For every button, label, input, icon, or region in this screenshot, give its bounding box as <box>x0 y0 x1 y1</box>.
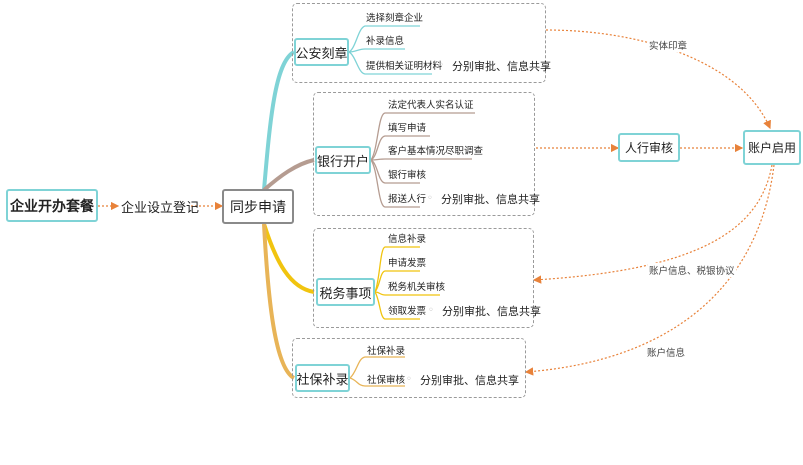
edge-label-seal: 实体印章 <box>648 38 689 52</box>
bank-node[interactable]: 银行开户 <box>315 146 371 174</box>
sync-node[interactable]: 同步申请 <box>222 189 294 224</box>
branch-tax <box>262 223 315 294</box>
edge-label-social-info: 账户信息 <box>646 345 687 359</box>
tax-dot-icon: ◦ <box>428 305 434 316</box>
branch-social <box>262 223 296 380</box>
gongan-item-1: 选择刻章企业 <box>366 13 424 24</box>
tax-item-1: 信息补录 <box>388 234 427 245</box>
register-node[interactable]: 企业设立登记 <box>121 201 200 216</box>
bank-item-3: 客户基本情况尽职调查 <box>388 146 484 157</box>
frame-social <box>292 338 526 398</box>
social-dot-icon: ◦ <box>406 374 412 385</box>
branch-gongan <box>262 50 296 191</box>
link-account-social <box>524 164 775 376</box>
social-summary: 分别审批、信息共享 <box>420 374 519 387</box>
root-node[interactable]: 企业开办套餐 <box>6 189 98 222</box>
edge-label-tax-info: 账户信息、税银协议 <box>648 263 736 277</box>
frame-bank <box>313 92 535 216</box>
bank-item-4: 银行审核 <box>388 170 427 181</box>
tax-item-4: 领取发票 <box>388 306 427 317</box>
bank-summary: 分别审批、信息共享 <box>441 193 540 206</box>
pboc-review-node[interactable]: 人行审核 <box>618 133 680 162</box>
frame-tax <box>313 228 534 328</box>
link-seal <box>545 29 771 130</box>
link-account-tax <box>532 164 773 284</box>
gongan-summary: 分别审批、信息共享 <box>452 60 551 73</box>
frame-gongan <box>292 3 546 83</box>
bank-dot-icon: ◦ <box>427 193 433 204</box>
branch-bank <box>262 158 315 192</box>
bank-item-5: 报送人行 <box>388 194 427 205</box>
social-item-2: 社保审核 <box>367 375 406 386</box>
gongan-node[interactable]: 公安刻章 <box>294 38 349 66</box>
bank-item-1: 法定代表人实名认证 <box>388 100 474 111</box>
social-item-1: 社保补录 <box>367 346 406 357</box>
account-enable-node[interactable]: 账户启用 <box>743 130 801 165</box>
social-node[interactable]: 社保补录 <box>295 364 350 392</box>
gongan-dot-icon: ◦ <box>438 60 444 71</box>
tax-item-3: 税务机关审核 <box>388 282 446 293</box>
gongan-item-2: 补录信息 <box>366 36 405 47</box>
tax-node[interactable]: 税务事项 <box>316 278 375 306</box>
tax-summary: 分别审批、信息共享 <box>442 305 541 318</box>
tax-item-2: 申请发票 <box>388 258 427 269</box>
gongan-item-3: 提供相关证明材料 <box>366 61 443 72</box>
bank-item-2: 填写申请 <box>388 123 427 134</box>
